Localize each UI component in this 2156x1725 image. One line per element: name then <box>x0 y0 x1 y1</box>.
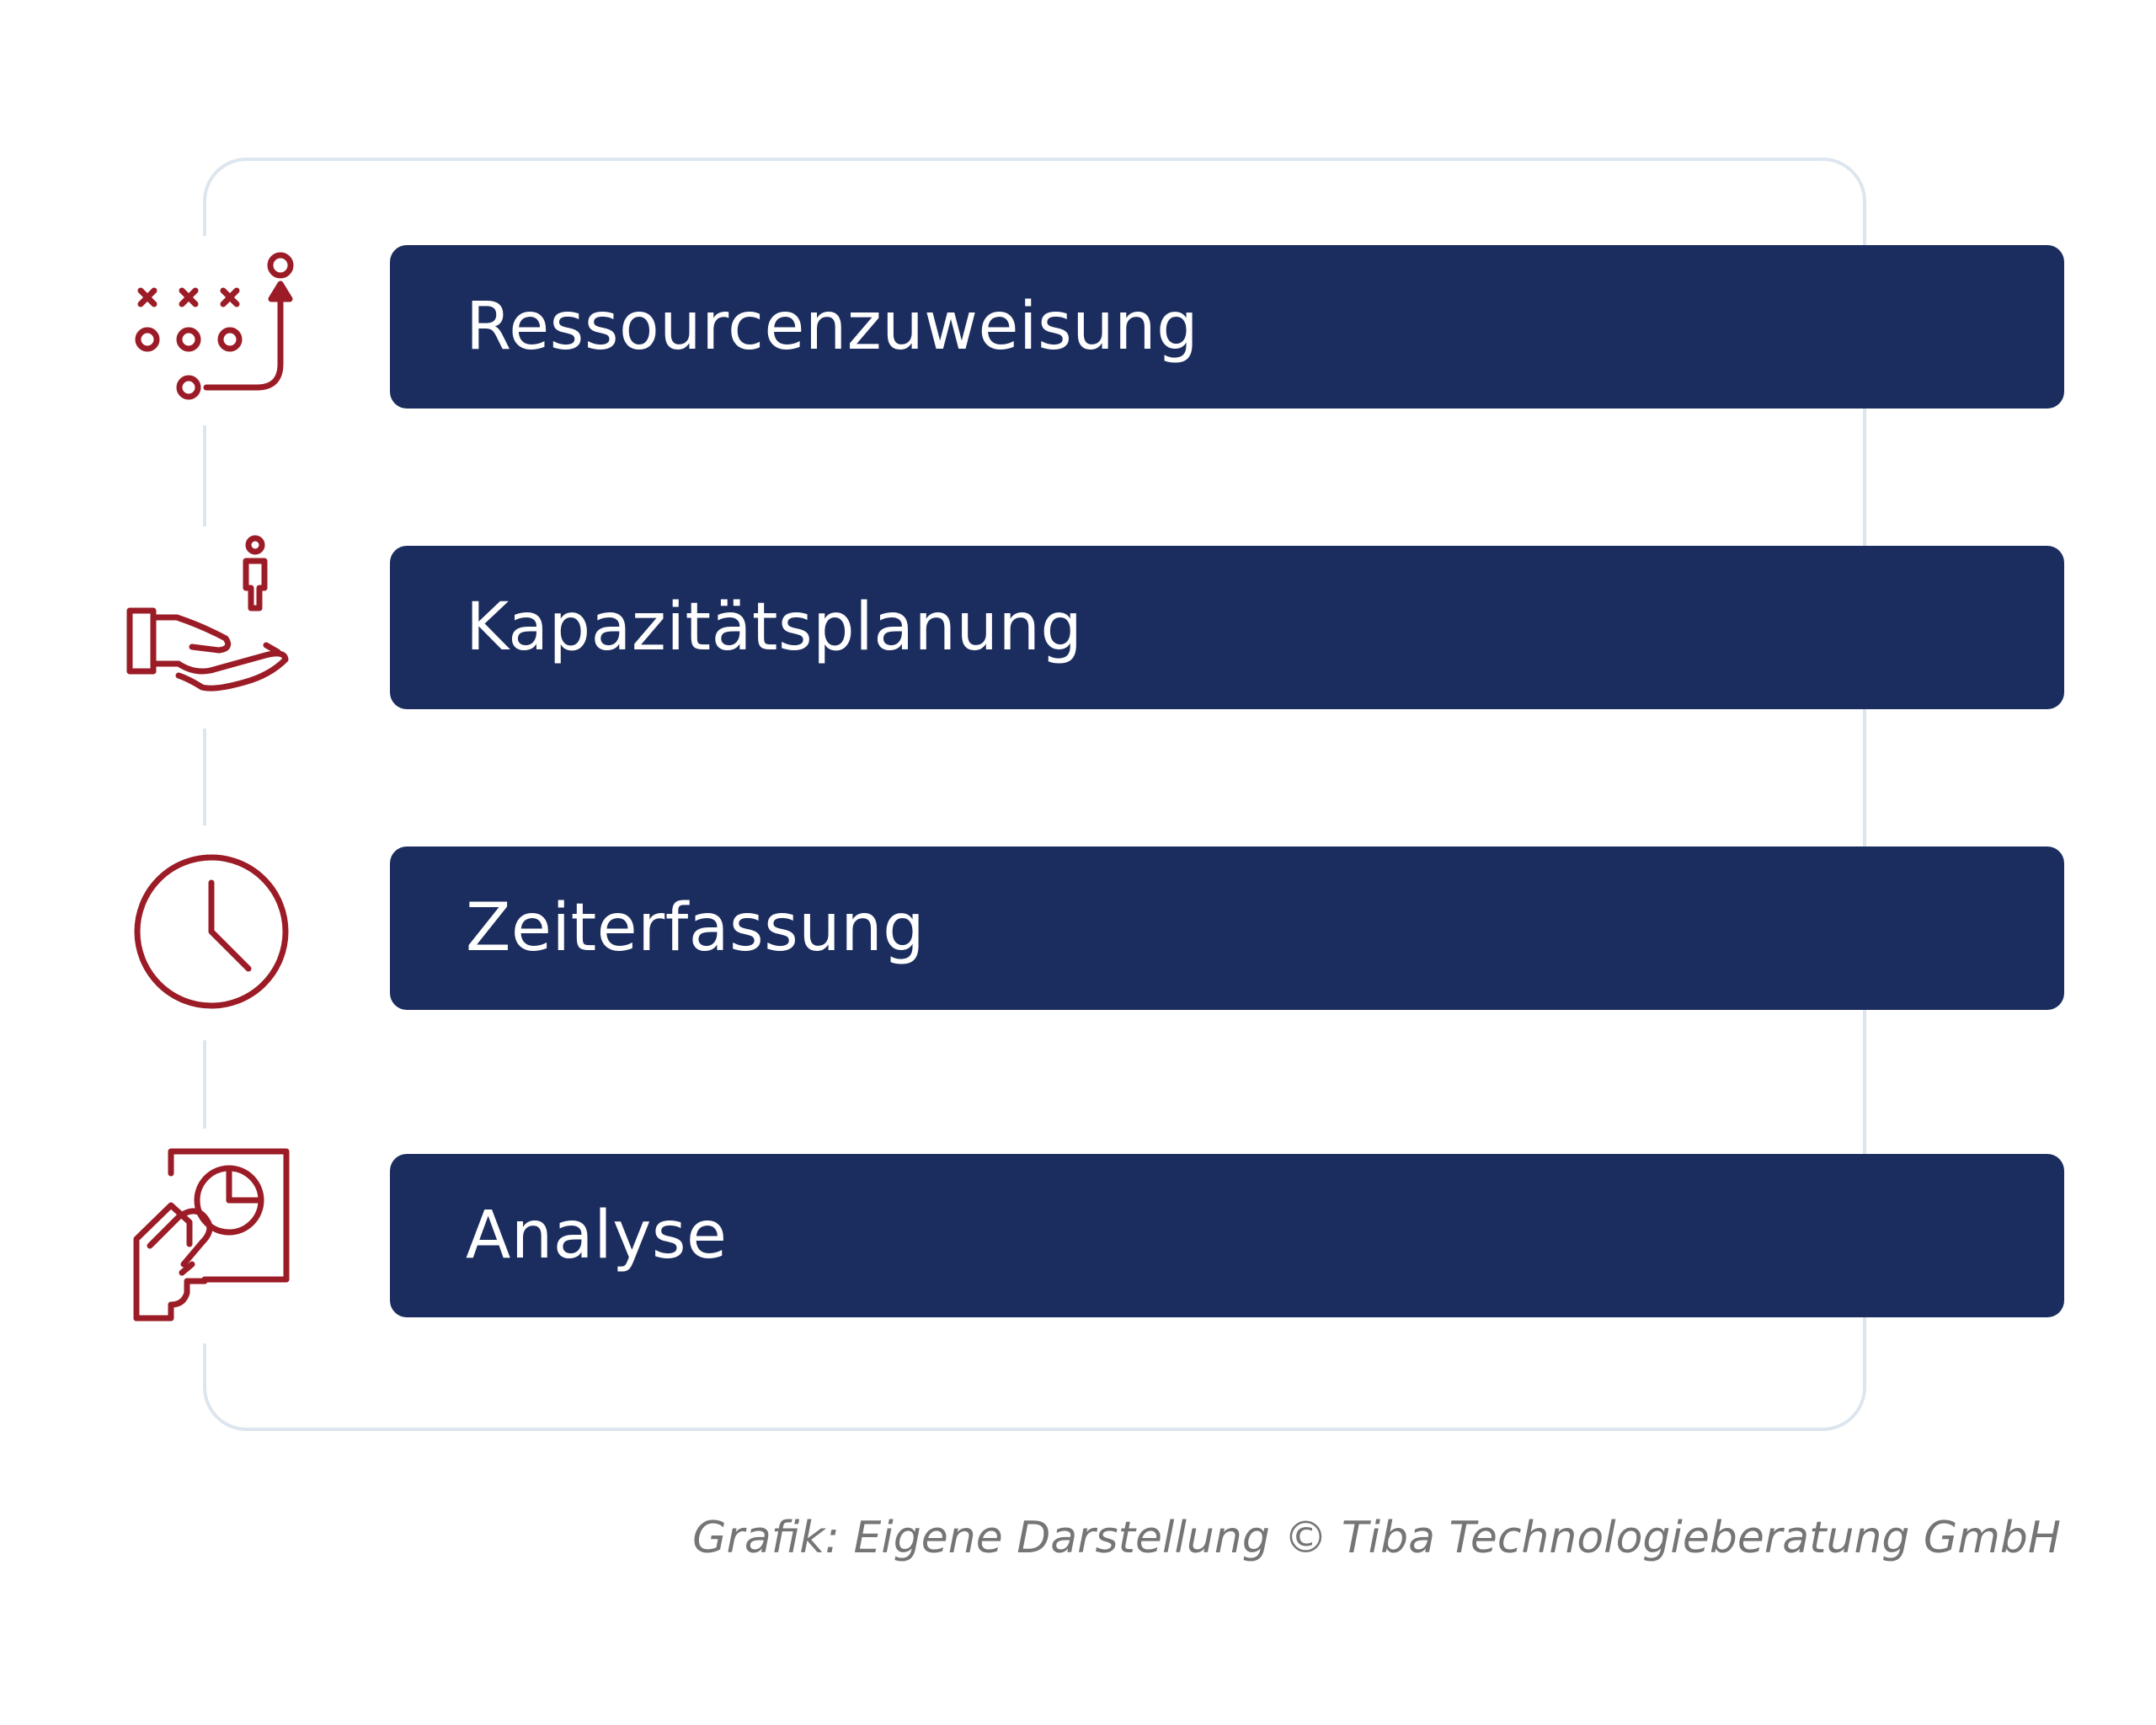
step-label: Ressourcenzuweisung <box>466 289 1199 365</box>
step-label: Analyse <box>466 1198 728 1274</box>
game-plan-icon <box>118 232 312 425</box>
step-bar: Kapazitätsplanung <box>390 546 2064 709</box>
clock-icon <box>118 836 312 1030</box>
step-label: Kapazitätsplanung <box>466 590 1083 665</box>
process-frame <box>203 158 1866 1431</box>
image-credit: Grafik: Eigene Darstellung © Tiba Techno… <box>692 1513 2061 1563</box>
step-bar: Zeiterfassung <box>390 846 2064 1010</box>
step-bar: Ressourcenzuweisung <box>390 245 2064 409</box>
hand-holding-person-icon <box>118 531 312 724</box>
hand-with-chart-icon <box>118 1140 312 1333</box>
step-label: Zeiterfassung <box>466 890 926 966</box>
step-bar: Analyse <box>390 1154 2064 1317</box>
